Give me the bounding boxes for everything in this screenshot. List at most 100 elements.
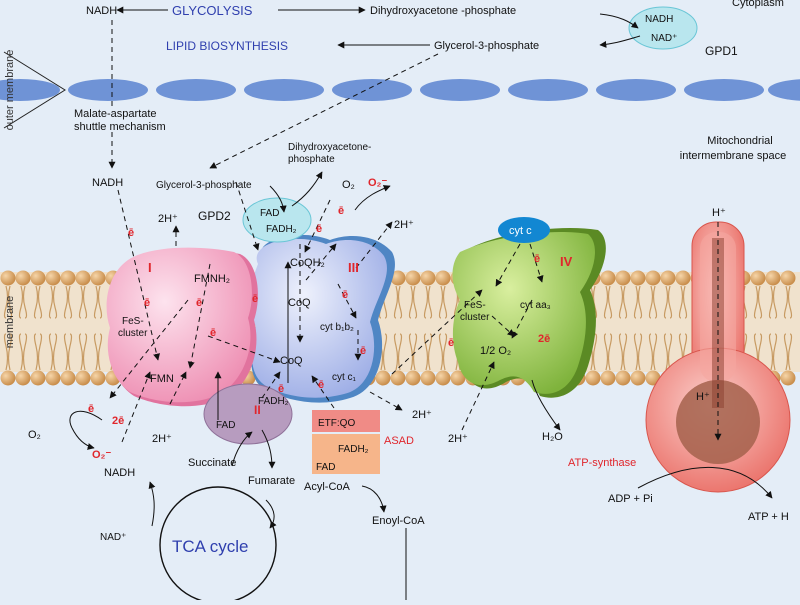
lipid-tail [393, 333, 399, 371]
etfqo-label: ETF:QO [318, 418, 355, 429]
glycolysis-label: GLYCOLYSIS [172, 3, 253, 18]
lipid-tail [678, 285, 684, 319]
lipid-tail [787, 333, 793, 371]
lipid-head [390, 270, 406, 286]
lipid-head [15, 270, 31, 286]
atp-synthase-label: ATP-synthase [568, 457, 636, 469]
lipid-tail [393, 285, 399, 319]
outer-membrane-label: outer membrane [4, 50, 16, 131]
c2-fad-label: FAD [216, 420, 235, 431]
gpd1-label: GPD1 [705, 44, 738, 58]
electron-marker: ē [210, 327, 216, 339]
lipid-tail [633, 285, 639, 319]
electron-marker: ē [278, 383, 284, 395]
enoyl-coa-label: Enoyl-CoA [372, 515, 425, 527]
lipid-tail [618, 285, 624, 319]
lipid-tail [93, 285, 99, 319]
h2-c1-label: 2H⁺ [158, 213, 178, 225]
lipid-tail [33, 333, 39, 371]
cytoplasm-label: Cytoplasm [732, 0, 784, 9]
gpd2-enzyme [242, 197, 312, 243]
two-e-label: 2ē [538, 333, 550, 345]
lipid-tail [18, 333, 24, 371]
lipid-tail [48, 285, 54, 319]
lipid-tail [637, 333, 643, 371]
lipid-tail [82, 333, 88, 371]
lipid-tail [667, 333, 673, 371]
lipid-tail [397, 285, 403, 319]
complex-i [106, 247, 258, 407]
lipid-head [60, 270, 76, 286]
complex-iii-numeral: III [348, 260, 359, 275]
lipid-head [615, 370, 631, 386]
half-o2-label: 1/2 O₂ [480, 345, 511, 357]
g3p-mid-label: Glycerol-3-phosphate [156, 180, 252, 191]
h2o-label: H₂O [542, 431, 563, 443]
lipid-tail [783, 285, 789, 319]
lipid-tail [67, 333, 73, 371]
lipid-tail [82, 285, 88, 319]
lipid-head [600, 270, 616, 286]
asad-fad-label: FAD [316, 462, 335, 473]
dhap-mid-line1: Dihydroxyacetone- [288, 142, 371, 153]
lipid-head [0, 370, 16, 386]
lipid-tail [78, 333, 84, 371]
lipid-tail [607, 333, 613, 371]
lipid-tail [3, 285, 9, 319]
lipid-head [45, 270, 61, 286]
lipid-tail [768, 333, 774, 371]
lipid-tail [768, 285, 774, 319]
lipid-tail [667, 285, 673, 319]
lipid-tail [682, 285, 688, 319]
gpd2-fad-label: FAD [260, 208, 279, 219]
lipid-head [780, 270, 796, 286]
gpd2-fadh2-label: FADH₂ [266, 224, 297, 235]
superoxide-top-label: O₂⁻ [368, 177, 387, 189]
succinate-label: Succinate [188, 457, 236, 469]
lipid-head [630, 370, 646, 386]
gpd1-nad-label: NAD⁺ [651, 33, 677, 44]
gpd2-label: GPD2 [198, 209, 231, 223]
lipid-tail [78, 285, 84, 319]
electron-marker: ē [448, 337, 454, 349]
lipid-head [0, 270, 16, 286]
lipid-tail [607, 285, 613, 319]
lipid-head [75, 370, 91, 386]
g3p-top-label: Glycerol-3-phosphate [434, 40, 539, 52]
lipid-tail [18, 285, 24, 319]
asad-label: ASAD [384, 435, 414, 447]
superoxide-left-label: O₂⁻ [92, 449, 111, 461]
lipid-tail [63, 285, 69, 319]
lipid-tail [427, 333, 433, 371]
lipid-head [60, 370, 76, 386]
dhap-mid-line2: phosphate [288, 154, 335, 165]
lipid-tail [592, 333, 598, 371]
electron-marker: ē [534, 253, 540, 265]
electron-marker: ē [316, 223, 322, 235]
lipid-tail [48, 333, 54, 371]
electron-marker: ē [342, 289, 348, 301]
lipid-head [675, 270, 691, 286]
lipid-head [630, 270, 646, 286]
complex-ii [203, 383, 293, 445]
lipid-tail [3, 333, 9, 371]
lipid-head [615, 270, 631, 286]
electron-marker: ē [360, 345, 366, 357]
electron-markers: ē ē ē ē ē ē ē ē ē ē ē ē ē ē [88, 205, 540, 415]
lipid-head [765, 270, 781, 286]
lipid-tail [438, 285, 444, 319]
hplus-inner-label: H⁺ [696, 391, 710, 403]
nadh-top-label: NADH [86, 5, 117, 17]
lipid-tail [408, 333, 414, 371]
lipid-tail [652, 285, 658, 319]
etfqo-block [312, 410, 380, 432]
lipid-tail [397, 333, 403, 371]
hplus-top-label: H⁺ [712, 207, 726, 219]
adp-label: ADP + Pi [608, 493, 653, 505]
lipid-head [645, 270, 661, 286]
coq-label-b: CoQ [280, 355, 303, 367]
h2-c1-bottom-label: 2H⁺ [152, 433, 172, 445]
lipid-head [75, 270, 91, 286]
lipid-tail [97, 285, 103, 319]
